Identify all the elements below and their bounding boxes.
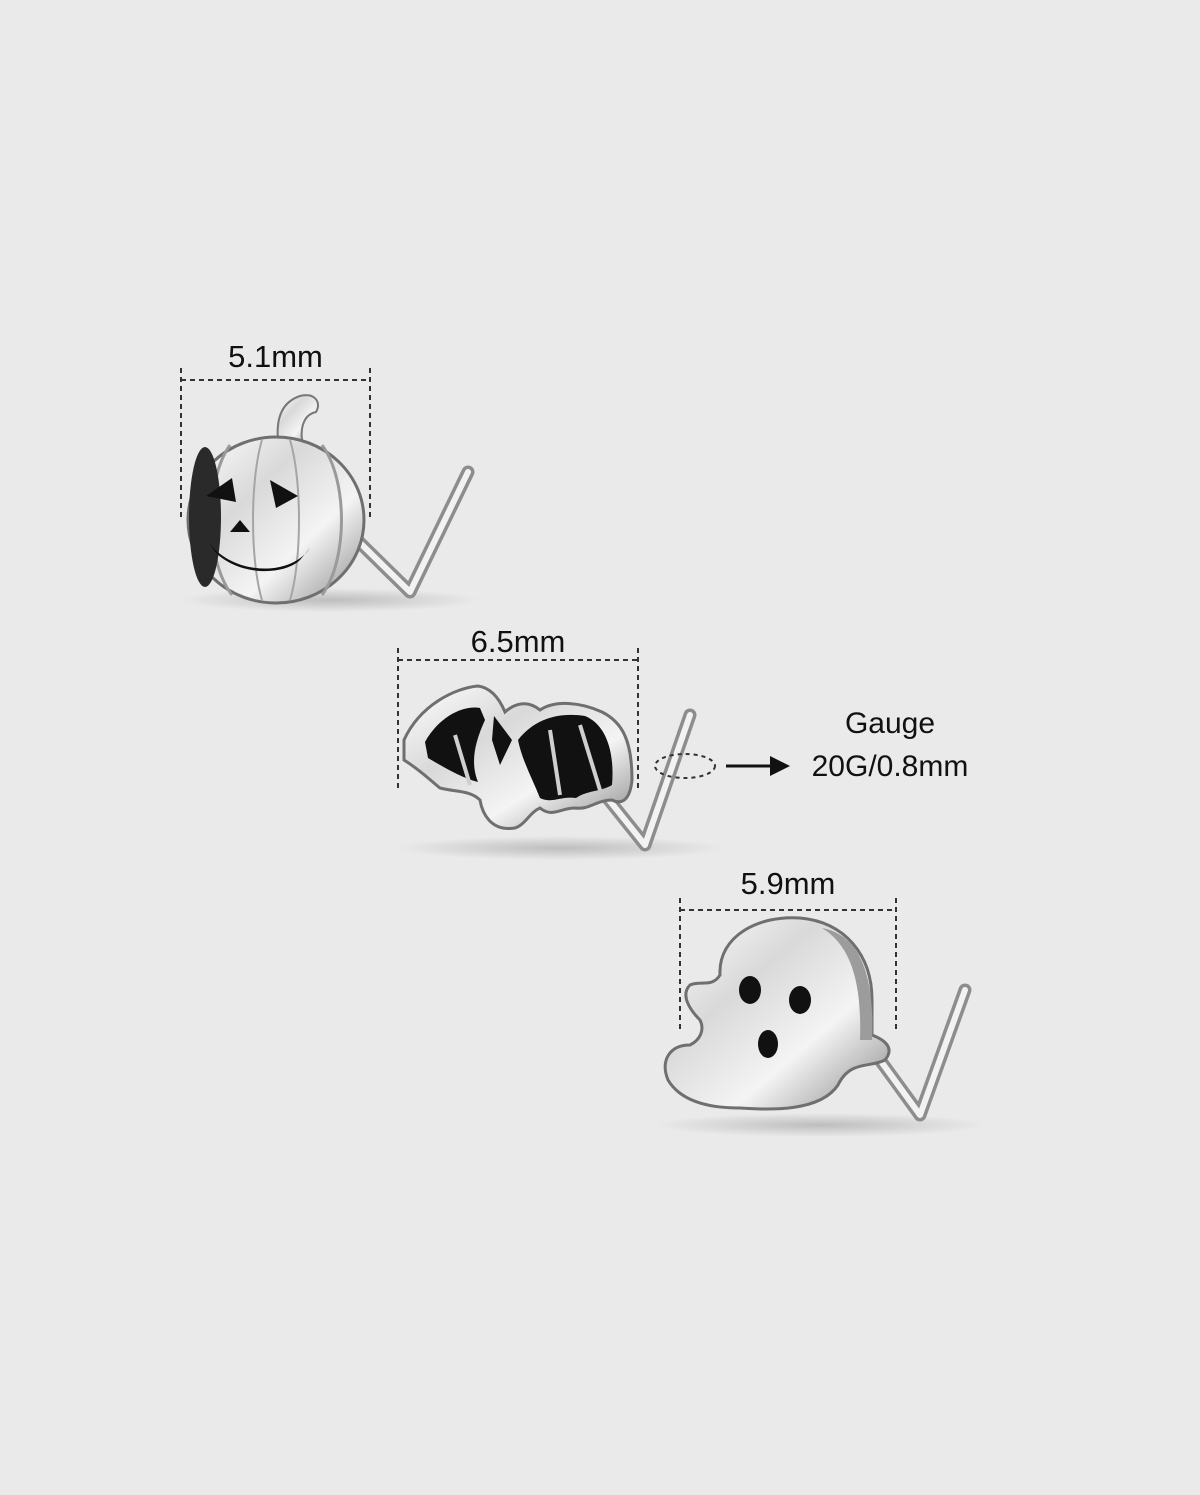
ghost-dimension-line	[679, 898, 897, 1030]
bat-dimension-line	[397, 648, 639, 790]
bat-pin-icon	[598, 708, 697, 852]
ghost-size-label: 5.9mm	[740, 866, 836, 901]
pumpkin-shadow	[180, 588, 480, 612]
pumpkin-stud-icon	[186, 394, 366, 605]
bat-stud-icon	[402, 684, 634, 830]
arrow-right-icon	[770, 756, 790, 776]
pumpkin-dimension-line	[180, 368, 371, 520]
bat-shadow	[395, 836, 725, 860]
ghost-shadow	[655, 1113, 985, 1137]
pumpkin-size-label: 5.1mm	[228, 339, 323, 374]
bat-size-label: 6.5mm	[470, 624, 566, 659]
gauge-title: Gauge	[844, 707, 936, 740]
ghost-stud-icon	[663, 916, 891, 1111]
gauge-indicator	[654, 753, 790, 779]
gauge-value: 20G/0.8mm	[811, 750, 969, 783]
pumpkin-pin-icon	[345, 465, 475, 599]
ghost-pin-icon	[873, 983, 972, 1122]
